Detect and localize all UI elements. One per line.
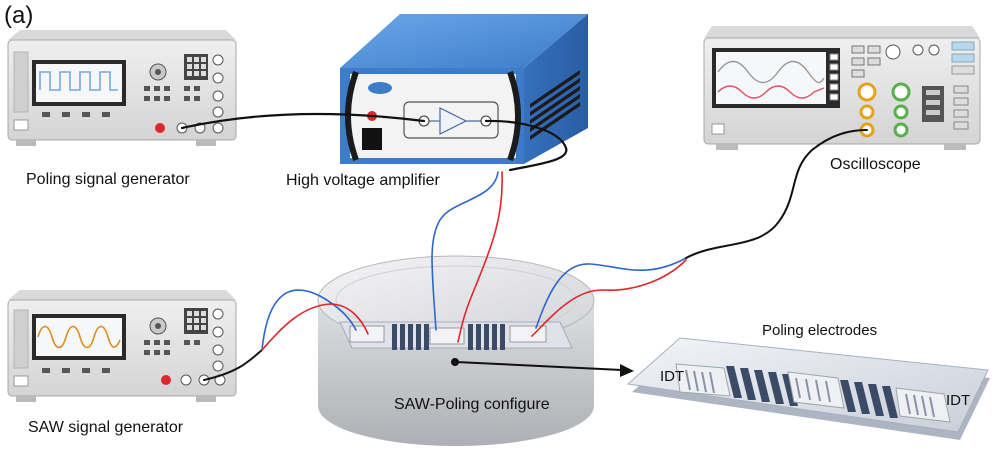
chip-idt-left: [675, 363, 731, 397]
label-idt-left: IDT: [660, 368, 685, 385]
label-oscilloscope: Oscilloscope: [830, 156, 921, 173]
poling-screen: [36, 64, 122, 102]
label-saw-signal-generator: SAW signal generator: [28, 419, 184, 436]
zoom-arrow: [455, 361, 634, 377]
wire-saw-black: [203, 349, 263, 381]
high-voltage-amplifier: [340, 14, 588, 164]
poling-electrodes-chip: [626, 337, 990, 440]
vent-slots: [530, 70, 580, 140]
osc-trace-grey: [717, 60, 825, 84]
panel-label: (a): [4, 2, 34, 29]
wire-amp-red: [457, 171, 503, 343]
wire-to-oscilloscope: [685, 129, 868, 259]
label-idt-right: IDT: [946, 392, 971, 409]
chip-center-electrode: [787, 371, 845, 409]
wire-poling-to-amplifier: [180, 112, 426, 130]
sine-wave-trace: [37, 325, 121, 349]
square-wave-trace: [39, 71, 118, 91]
wire-right-blue: [535, 257, 687, 329]
channel-2-knob: [891, 82, 911, 102]
wire-amp-blue: [431, 171, 499, 331]
osc-trace-red: [717, 85, 825, 99]
saw-screen: [36, 318, 122, 356]
channel-1-knob: [857, 82, 877, 102]
label-high-voltage-amplifier: High voltage amplifier: [286, 172, 440, 189]
oscilloscope: [703, 26, 981, 150]
saw-signal-generator: [7, 290, 237, 402]
label-poling-electrodes: Poling electrodes: [762, 322, 878, 339]
chip-poling-fingers: [726, 366, 898, 418]
poling-signal-generator: [7, 30, 237, 146]
wire-saw-red: [261, 303, 369, 351]
label-poling-signal-generator: Poling signal generator: [26, 171, 190, 188]
wire-saw-blue: [261, 289, 357, 351]
chip-idt-right: [895, 387, 951, 423]
wire-amplifier-output: [484, 119, 568, 172]
dish-electrode-array: [339, 321, 573, 350]
label-saw-poling-configure: SAW-Poling configure: [394, 396, 550, 413]
oscilloscope-screen: [716, 52, 826, 104]
wire-right-red: [531, 259, 687, 337]
wiring: [180, 112, 868, 381]
saw-poling-dish: [317, 255, 595, 446]
